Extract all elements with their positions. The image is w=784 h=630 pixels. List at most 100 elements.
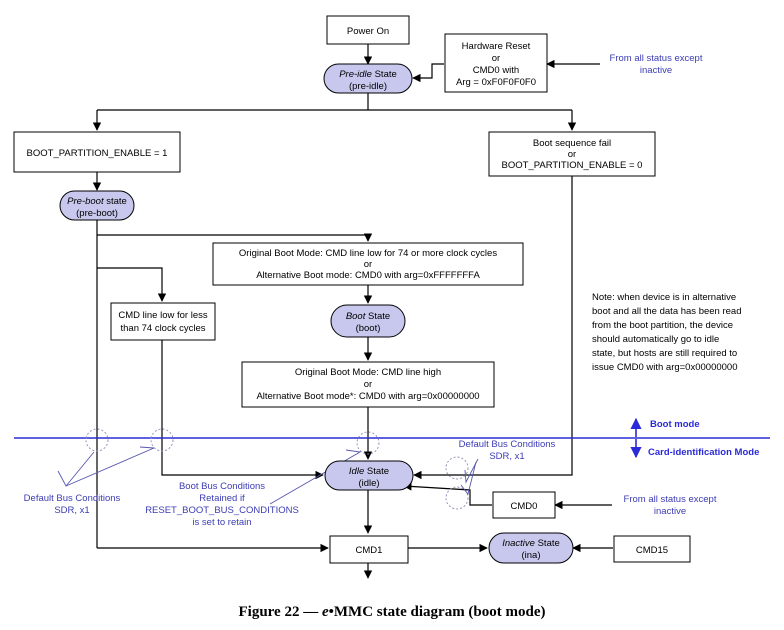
- pointer-center: [269, 449, 362, 505]
- note-line: boot and all the data has been read: [592, 306, 741, 317]
- pointer-right-2: [460, 461, 477, 496]
- caption-rest: MMC state diagram (boot mode): [334, 604, 546, 620]
- hardware-reset-line4: Arg = 0xF0F0F0F0: [456, 77, 536, 88]
- note-block: Note: when device is in alternative boot…: [592, 292, 741, 373]
- power-on-box: [326, 15, 410, 45]
- idle-state-name: Idle: [349, 466, 364, 477]
- preboot-state-name: Pre-boot: [67, 196, 104, 207]
- default-bus-right-line2: SDR, x1: [489, 451, 524, 462]
- note-line: state, but hosts are still required to: [592, 348, 737, 359]
- boot-fail-line1: Boot sequence fail: [533, 138, 611, 149]
- card-id-mode-label: Card-identification Mode: [648, 447, 759, 458]
- inactive-state-name: Inactive: [502, 538, 535, 549]
- preidle-state-line2: (pre-idle): [349, 81, 387, 92]
- cmd-line-low-line2: than 74 clock cycles: [120, 323, 205, 334]
- bus-marker-right-1: [445, 456, 469, 480]
- original-boot-line1: Original Boot Mode: CMD line low for 74 …: [239, 248, 497, 259]
- arrow-preboot-to-cmdlow: [97, 267, 167, 302]
- inactive-state: [488, 532, 574, 564]
- idle-state: [324, 460, 414, 491]
- bpe1-box: [13, 131, 181, 173]
- preboot-state-line2: (pre-boot): [76, 208, 118, 219]
- boot-fail-line3: BOOT_PARTITION_ENABLE = 0: [502, 160, 643, 171]
- original-boot-line3: Alternative Boot mode: CMD0 with arg=0xF…: [256, 270, 480, 281]
- inactive-state-line1: Inactive State: [502, 538, 560, 549]
- bus-condition-markers: [57, 428, 479, 510]
- preidle-state-suffix: State: [372, 69, 397, 80]
- bpe1-label: BOOT_PARTITION_ENABLE = 1: [27, 148, 168, 159]
- preboot-state-line1: Pre-boot state: [67, 196, 127, 207]
- arrow-cmdlow-to-idle: [161, 340, 324, 480]
- pointer-left-1: [57, 451, 95, 487]
- cmd0-label: CMD0: [511, 501, 538, 512]
- cmd-line-low-box: [110, 302, 216, 341]
- note-line: should automatically go to idle: [592, 334, 719, 345]
- inactive-state-suffix: State: [535, 538, 560, 549]
- inactive-state-line2: (ina): [521, 550, 540, 561]
- note-line: Note: when device is in alternative: [592, 292, 736, 303]
- boot-state: [330, 304, 406, 338]
- note-line: issue CMD0 with arg=0x00000000: [592, 362, 738, 373]
- preboot-state-suffix: state: [104, 196, 127, 207]
- pointer-right-1: [464, 458, 479, 484]
- boot-state-line2: (boot): [356, 323, 381, 334]
- boot-bus-line2: Retained if: [199, 493, 245, 504]
- boot-state-suffix: State: [365, 311, 390, 322]
- arrow-cmd0-to-idle: [403, 482, 492, 506]
- default-bus-right-line1: Default Bus Conditions: [459, 439, 556, 450]
- cmd15-box: [613, 535, 691, 563]
- default-bus-left-line1: Default Bus Conditions: [24, 493, 121, 504]
- boot-fail-line2: or: [568, 149, 576, 160]
- idle-state-line2: (idle): [358, 478, 379, 489]
- hardware-reset-line2: or: [492, 53, 500, 64]
- cmd0-box: [492, 491, 556, 519]
- original-boot-line2: or: [364, 259, 372, 270]
- preidle-state-name: Pre-idle: [339, 69, 372, 80]
- hardware-reset-line1: Hardware Reset: [462, 41, 531, 52]
- hardware-reset-line3: CMD0 with: [473, 65, 519, 76]
- caption-bullet: •: [329, 604, 334, 620]
- cmd1-label: CMD1: [356, 545, 383, 556]
- caption-emph: e: [322, 604, 329, 620]
- boot-mode-label: Boot mode: [650, 419, 700, 430]
- default-bus-left-line2: SDR, x1: [54, 505, 89, 516]
- from-all-top-line1: From all status except: [610, 53, 703, 64]
- boot-state-name: Boot: [346, 311, 366, 322]
- original-high-line1: Original Boot Mode: CMD line high: [295, 367, 441, 378]
- note-line: from the boot partition, the device: [592, 320, 733, 331]
- boot-fail-box: [488, 131, 656, 177]
- preidle-state-line1: Pre-idle State: [339, 69, 397, 80]
- preidle-state: [323, 63, 413, 94]
- boot-bus-line4: is set to retain: [192, 517, 251, 528]
- bus-marker-left: [85, 428, 109, 452]
- boot-bus-line3: RESET_BOOT_BUS_CONDITIONS: [145, 505, 299, 516]
- original-high-line2: or: [364, 379, 372, 390]
- preboot-state: [59, 190, 135, 221]
- arrow-bootfail-to-idle: [413, 176, 573, 480]
- figure-caption: Figure 22 — e•MMC state diagram (boot mo…: [238, 604, 545, 620]
- cmd1-box: [329, 535, 409, 564]
- arrow-preboot-to-origboot: [97, 233, 373, 242]
- pointer-left-2: [65, 446, 155, 487]
- bus-marker-cmdlow: [150, 428, 174, 452]
- bus-marker-right-2: [445, 486, 469, 510]
- bus-marker-center: [356, 431, 380, 455]
- idle-state-suffix: State: [364, 466, 389, 477]
- from-all-bottom-line1: From all status except: [624, 494, 717, 505]
- boot-bus-line1: Boot Bus Conditions: [179, 481, 265, 492]
- caption-prefix: Figure 22 —: [238, 604, 321, 620]
- original-high-box: [241, 361, 495, 408]
- original-high-line3: Alternative Boot mode*: CMD0 with arg=0x…: [256, 391, 479, 402]
- original-boot-box: [212, 242, 524, 286]
- boot-state-line1: Boot State: [346, 311, 390, 322]
- idle-state-line1: Idle State: [349, 466, 389, 477]
- cmd-line-low-line1: CMD line low for less: [118, 310, 207, 321]
- from-all-bottom-line2: inactive: [654, 506, 686, 517]
- arrow-reset-to-preidle: [412, 63, 444, 83]
- from-all-top-line2: inactive: [640, 65, 672, 76]
- connectors: [92, 44, 613, 579]
- power-on-label: Power On: [347, 26, 389, 37]
- cmd15-label: CMD15: [636, 545, 668, 556]
- hardware-reset-box: [444, 33, 548, 93]
